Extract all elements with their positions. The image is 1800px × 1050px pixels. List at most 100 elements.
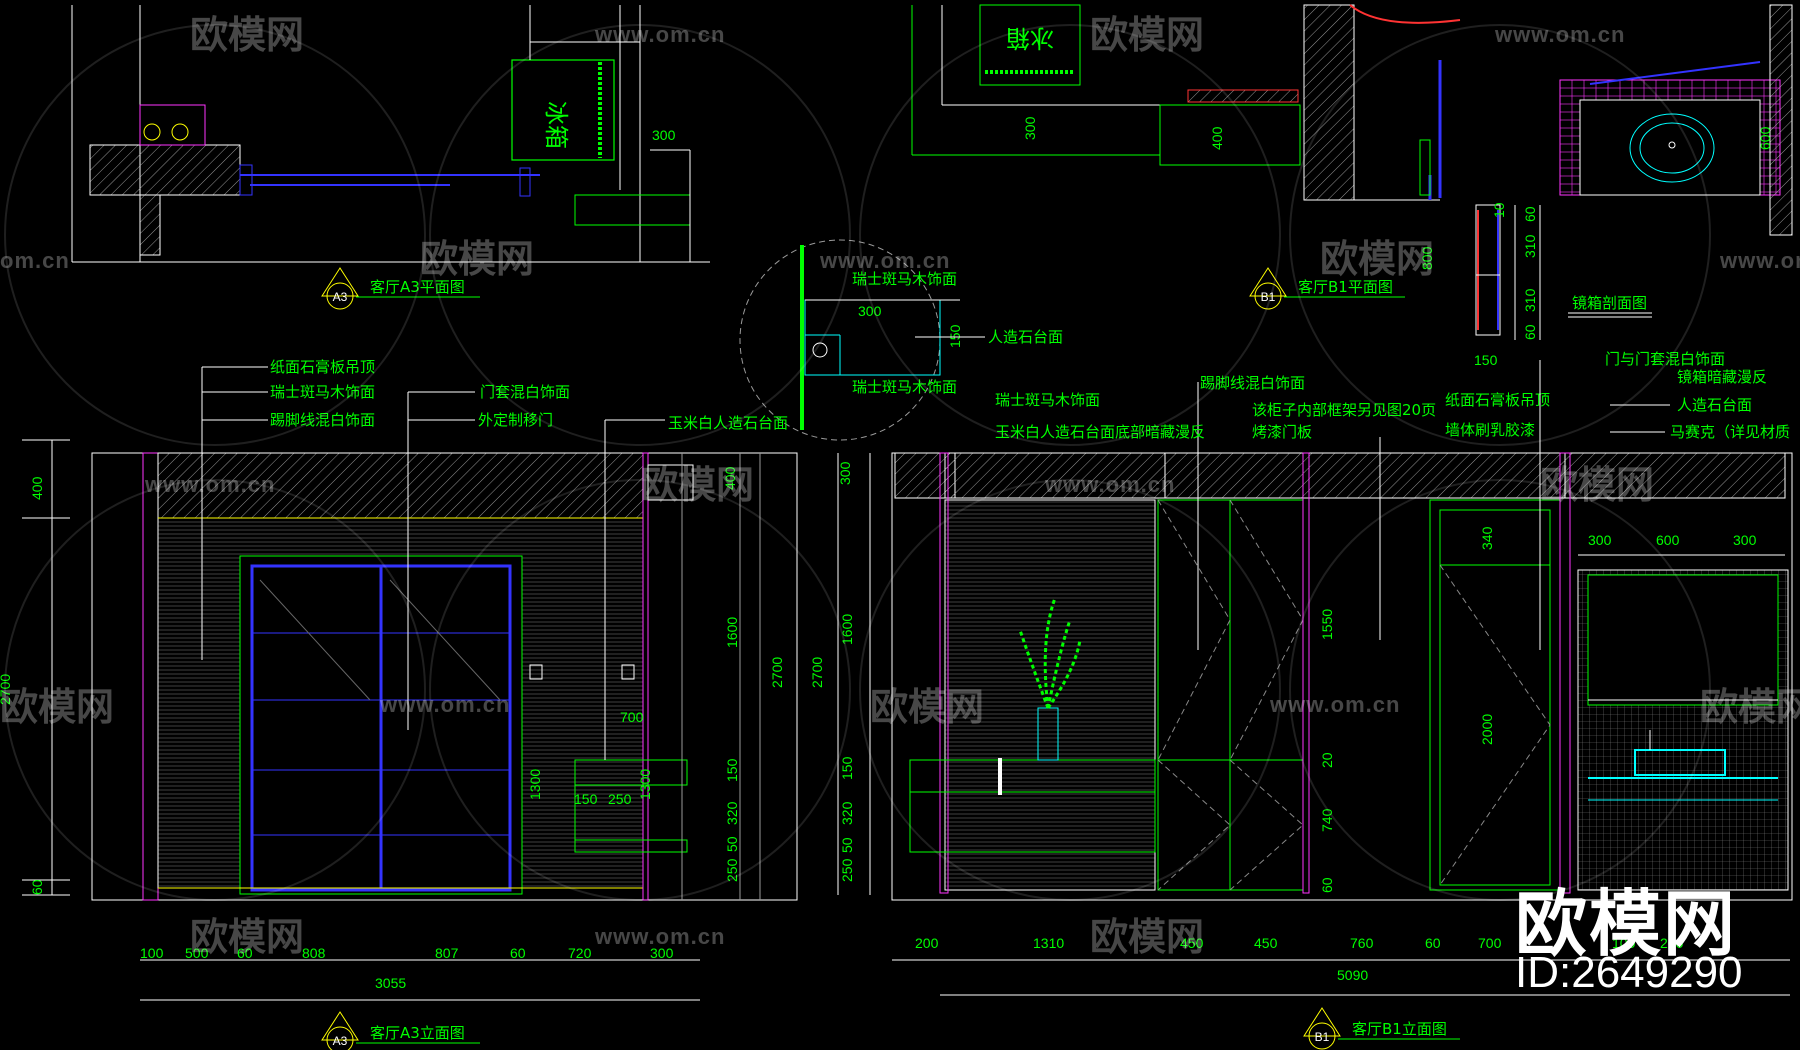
dim: 320 xyxy=(839,801,855,825)
a3-label-jade: 玉米白人造石台面 xyxy=(668,414,788,432)
dim: 60 xyxy=(1522,206,1538,222)
watermark-brand: 欧模网 xyxy=(1320,237,1434,281)
dim: 2700 xyxy=(809,657,825,688)
mirror-section-title: 镜箱剖面图 xyxy=(1572,294,1647,312)
dim: 340 xyxy=(1479,526,1495,550)
dim: 300 xyxy=(858,303,882,319)
dim: 760 xyxy=(1350,935,1374,951)
b1-elev-title: 客厅B1立面图 xyxy=(1352,1020,1447,1038)
dim: 150 xyxy=(839,756,855,780)
dim: 720 xyxy=(568,945,592,961)
dim: 5090 xyxy=(1337,967,1368,983)
watermark-url: www.om.cn xyxy=(594,924,725,949)
watermark-brand: 欧模网 xyxy=(1090,13,1204,57)
a3-label-ceiling: 纸面石膏板吊顶 xyxy=(270,358,375,376)
dim: 100 xyxy=(140,945,164,961)
b1-label-mirror-light: 镜箱暗藏漫反 xyxy=(1677,368,1767,386)
watermark-url: www.om.cn xyxy=(1269,692,1400,717)
b1-label-skirting: 踢脚线混白饰面 xyxy=(1200,374,1305,392)
dim: 320 xyxy=(724,801,740,825)
dim: 250 xyxy=(724,858,740,882)
detail-callout: 瑞士斑马木饰面 300 150 人造石台面 瑞士斑马木饰面 xyxy=(739,239,1063,441)
dim: 807 xyxy=(435,945,459,961)
dim: 2700 xyxy=(0,674,13,705)
dim: 150 xyxy=(724,758,740,782)
dim: 60 xyxy=(29,879,45,895)
fridge-label: 冰箱 xyxy=(542,101,570,149)
fridge-label-mirror: 冰箱 xyxy=(1006,24,1054,52)
detail-label-stone: 人造石台面 xyxy=(988,328,1063,346)
b1-plan-title: 客厅B1平面图 xyxy=(1298,278,1393,296)
b1-label-wall: 墙体刷乳胶漆 xyxy=(1445,421,1535,439)
dim: 450 xyxy=(1254,935,1278,951)
detail-label-wood1: 瑞士斑马木饰面 xyxy=(852,270,957,288)
watermark-url: www.om.cn xyxy=(1044,472,1175,497)
watermark-url: www.om.cn xyxy=(144,472,275,497)
watermark-url: www.om.cn xyxy=(819,248,950,273)
dim: 300 xyxy=(1022,116,1038,140)
dim: 2000 xyxy=(1479,714,1495,745)
watermark-brand: 欧模网 xyxy=(190,13,304,57)
dim: 60 xyxy=(510,945,526,961)
dim: 400 xyxy=(722,466,738,490)
dim: 700 xyxy=(620,709,644,725)
dim: 60 xyxy=(237,945,253,961)
dim: 808 xyxy=(302,945,326,961)
b1-label-door-frame: 门与门套混白饰面 xyxy=(1605,350,1725,368)
dim: 250 xyxy=(608,791,632,807)
a3-label-swiss: 瑞士斑马木饰面 xyxy=(270,383,375,401)
dim: 300 xyxy=(1588,532,1612,548)
a3-plan-title: 客厅A3平面图 xyxy=(370,278,465,296)
dim: 1310 xyxy=(1033,935,1064,951)
dim: 300 xyxy=(837,461,853,485)
watermark-text: 欧模网 www.om.cn 欧模网 www.om.cn om.cn 欧模网 ww… xyxy=(0,13,1800,959)
b1-label-paint: 烤漆门板 xyxy=(1252,423,1312,441)
bath-plan: 600 xyxy=(1438,4,1793,236)
watermark-brand: 欧模网 xyxy=(420,237,534,281)
watermark-brand: 欧模网 xyxy=(640,463,754,507)
dim: 150 xyxy=(574,791,598,807)
b1-label-swiss: 瑞士斑马木饰面 xyxy=(995,391,1100,409)
b1-label-ceiling: 纸面石膏板吊顶 xyxy=(1445,391,1550,409)
b1-label-stone: 人造石台面 xyxy=(1677,396,1752,414)
dim: 450 xyxy=(1180,935,1204,951)
dim: 300 xyxy=(1733,532,1757,548)
watermark-url: www.om.cn xyxy=(1719,248,1800,273)
watermark-id: ID:2649290 xyxy=(1515,948,1743,997)
watermark-url: www.om.cn xyxy=(1494,22,1625,47)
dim: 400 xyxy=(29,476,45,500)
dim: 600 xyxy=(1757,126,1773,150)
watermark-brand-large: 欧模网 xyxy=(1515,882,1738,966)
watermark-brand: 欧模网 xyxy=(1700,685,1800,729)
watermark-url-short: om.cn xyxy=(0,248,70,273)
dim: 300 xyxy=(652,127,676,143)
dim: 500 xyxy=(185,945,209,961)
watermark-url: www.om.cn xyxy=(594,22,725,47)
dim: 800 xyxy=(1419,246,1435,270)
dim: 60 xyxy=(1425,935,1441,951)
b1-plan-code: B1 xyxy=(1261,290,1276,304)
b1-plan: 冰箱 300 400 B1 客厅B1平面图 xyxy=(911,4,1461,310)
a3-label-door-frame: 门套混白饰面 xyxy=(480,383,570,401)
dim: 1300 xyxy=(527,769,543,800)
dim: 100 xyxy=(1612,935,1636,951)
b1-label-mosaic: 马赛克（详见材质 xyxy=(1670,423,1790,441)
a3-label-skirting: 踢脚线混白饰面 xyxy=(270,411,375,429)
b1-elev-code: B1 xyxy=(1315,1030,1330,1044)
dim: 50 xyxy=(724,836,740,852)
dim: 740 xyxy=(1319,808,1335,832)
watermark-brand: 欧模网 xyxy=(1090,915,1204,959)
a3-elev-code: A3 xyxy=(333,1034,348,1048)
dim: 20 xyxy=(1319,752,1335,768)
b1-label-cabinet: 该柜子内部框架另见图20页 xyxy=(1252,401,1436,419)
a3-elev-title: 客厅A3立面图 xyxy=(370,1024,465,1042)
dim: 60 xyxy=(1319,877,1335,893)
b1-label-jade: 玉米白人造石台面底部暗藏漫反 xyxy=(995,423,1205,441)
dim: 150 xyxy=(1474,352,1498,368)
a3-elevation: 纸面石膏板吊顶 瑞士斑马木饰面 踢脚线混白饰面 门套混白饰面 外定制移门 玉米白… xyxy=(0,358,798,1050)
watermark-brand: 欧模网 xyxy=(870,685,984,729)
b1-elevation: 踢脚线混白饰面 瑞士斑马木饰面 玉米白人造石台面底部暗藏漫反 该柜子内部框架另见… xyxy=(809,350,1793,1050)
watermark-brand: 欧模网 xyxy=(190,915,304,959)
a3-plan: 冰箱 300 A3 客厅A3平面图 xyxy=(71,5,710,310)
